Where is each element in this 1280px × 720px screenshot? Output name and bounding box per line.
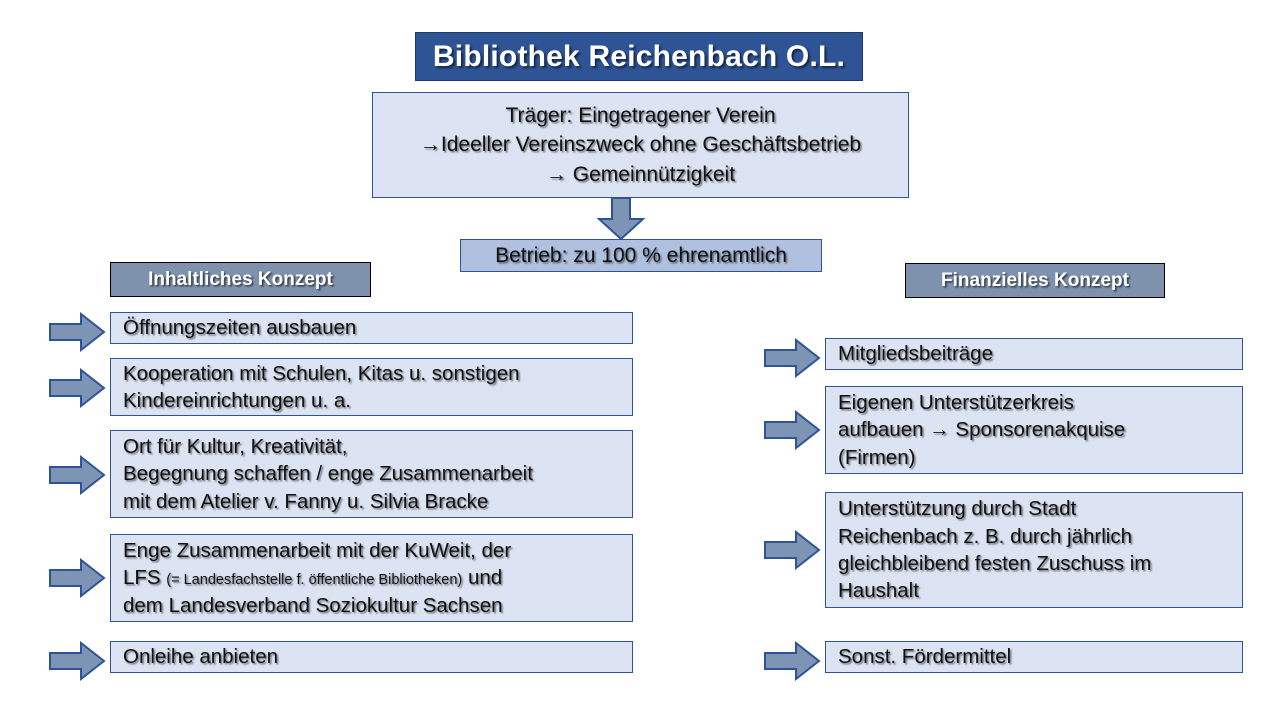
arrow-right-icon (49, 558, 106, 598)
traeger-line-2: →Ideeller Vereinszweck ohne Geschäftsbet… (419, 133, 862, 157)
list-item-box[interactable]: Ort für Kultur, Kreativität, Begegnung sc… (110, 430, 633, 518)
list-item-text: gleichbleibend festen Zuschuss im (838, 552, 1152, 575)
list-item-text: Sonst. Fördermittel (838, 645, 1012, 669)
arrow-right-icon (764, 410, 821, 450)
list-item-box[interactable]: Kooperation mit Schulen, Kitas u. sonsti… (110, 358, 633, 416)
list-item-text: Begegnung schaffen / enge Zusammenarbeit (123, 462, 533, 486)
list-item-box[interactable]: Sonst. Fördermittel (825, 641, 1243, 673)
arrow-right-icon (49, 455, 106, 495)
arrow-right-icon (49, 312, 106, 352)
list-item-text: Onleihe anbieten (123, 645, 279, 669)
traeger-line-1: Träger: Eingetragener Verein (505, 103, 776, 127)
section-header-label: Finanzielles Konzept (941, 269, 1129, 291)
list-item-text: Reichenbach z. B. durch jährlich (838, 524, 1132, 548)
page-title: Bibliothek Reichenbach O.L. (432, 39, 846, 73)
arrow-right-icon (49, 368, 106, 408)
list-item-text: Mitgliedsbeiträge (838, 342, 993, 366)
list-item-text: Eigenen Unterstützerkreis (838, 390, 1074, 414)
betrieb-label: Betrieb: zu 100 % ehrenamtlich (495, 243, 787, 267)
list-item-box[interactable]: Mitgliedsbeiträge (825, 338, 1243, 370)
arrow-down-icon (597, 197, 645, 241)
list-item-text: Enge Zusammenarbeit mit der KuWeit, der (123, 538, 512, 562)
arrow-right-icon (764, 338, 821, 378)
list-item-text: aufbauen → Sponsorenakquise (838, 418, 1126, 442)
slide-title-bar: Bibliothek Reichenbach O.L. (415, 32, 863, 81)
list-item-text: (Firmen) (838, 445, 916, 469)
list-item-text: LFS (= Landesfachstelle f. öffentliche B… (123, 566, 503, 590)
section-header-finanzielles-konzept: Finanzielles Konzept (905, 263, 1165, 298)
list-item-text: dem Landesverband Soziokultur Sachsen (123, 593, 503, 617)
list-item-box[interactable]: Eigenen Unterstützerkreis aufbauen → Spon… (825, 386, 1243, 474)
list-item-box[interactable]: Öffnungszeiten ausbauen (110, 312, 633, 344)
arrow-right-icon (764, 530, 821, 570)
list-item-text: Unterstützung durch Stadt (838, 497, 1077, 521)
betrieb-box: Betrieb: zu 100 % ehrenamtlich (460, 239, 822, 272)
list-item-text: Öffnungszeiten ausbauen (123, 316, 357, 340)
section-header-inhaltliches-konzept: Inhaltliches Konzept (110, 262, 371, 297)
list-item-text: Ort für Kultur, Kreativität, (123, 434, 348, 458)
traeger-box: Träger: Eingetragener Verein →Ideeller V… (372, 92, 909, 198)
traeger-line-3: → Gemeinnützigkeit (545, 162, 736, 186)
section-header-label: Inhaltliches Konzept (148, 268, 333, 290)
list-item-text: Haushalt (838, 579, 919, 603)
arrow-right-icon (764, 641, 821, 681)
list-item-text: mit dem Atelier v. Fanny u. Silvia Brack… (123, 489, 489, 513)
list-item-box[interactable]: Onleihe anbieten (110, 641, 633, 673)
list-item-text: Kooperation mit Schulen, Kitas u. sonsti… (123, 361, 520, 385)
list-item-text: Kindereinrichtungen u. a. (123, 389, 351, 412)
arrow-right-icon (49, 641, 106, 681)
list-item-annotation: (= Landesfachstelle f. öffentliche Bibli… (166, 572, 463, 589)
